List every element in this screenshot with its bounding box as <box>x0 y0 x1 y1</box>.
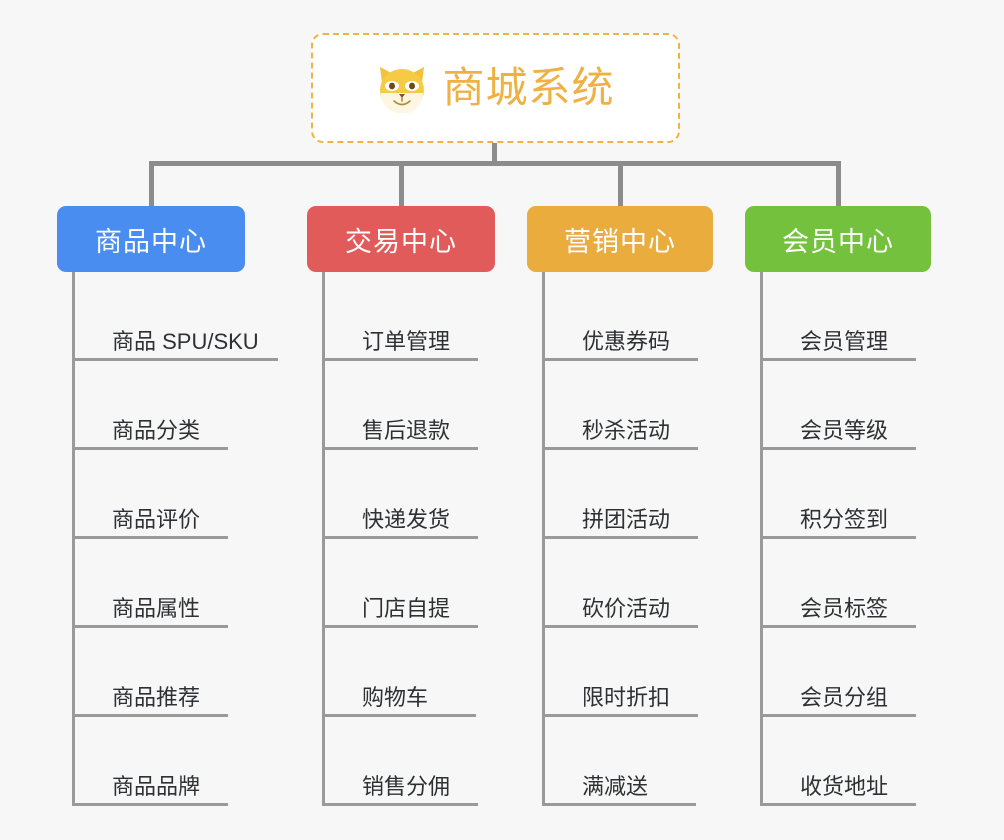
leaf-label: 拼团活动 <box>582 507 671 532</box>
leaf-underline <box>542 536 698 539</box>
leaf-underline <box>760 625 916 628</box>
trunk-drop-1 <box>149 161 154 208</box>
category-box-4[interactable]: 会员中心 <box>745 206 931 272</box>
leaf-underline <box>72 358 278 361</box>
leaf-label: 售后退款 <box>362 418 451 443</box>
branch-spine <box>760 272 763 806</box>
leaf-underline <box>760 803 916 806</box>
leaf-underline <box>542 625 698 628</box>
leaf-underline <box>322 714 476 717</box>
leaf-label: 订单管理 <box>362 329 451 354</box>
leaf-underline <box>760 714 916 717</box>
leaf-label: 收货地址 <box>800 774 889 799</box>
leaf-label: 商品评价 <box>112 507 201 532</box>
leaf-label: 优惠券码 <box>582 329 671 354</box>
leaf-label: 满减送 <box>582 774 649 799</box>
branch-spine <box>72 272 75 806</box>
trunk-horizontal-bar <box>149 161 841 166</box>
leaf-label: 商品 SPU/SKU <box>112 329 259 354</box>
leaf-label: 秒杀活动 <box>582 418 671 443</box>
leaf-underline <box>542 714 698 717</box>
branch-spine <box>322 272 325 806</box>
shiba-dog-face-icon <box>376 63 428 114</box>
category-box-3[interactable]: 营销中心 <box>527 206 713 272</box>
leaf-underline <box>542 358 698 361</box>
root-title: 商城系统 <box>442 64 615 111</box>
leaf-underline <box>72 447 228 450</box>
leaf-label: 会员标签 <box>800 596 889 621</box>
leaf-label: 商品推荐 <box>112 685 201 710</box>
leaf-underline <box>542 803 696 806</box>
trunk-stem <box>492 143 497 165</box>
leaf-underline <box>542 447 698 450</box>
leaf-label: 砍价活动 <box>582 596 671 621</box>
leaf-underline <box>72 803 228 806</box>
trunk-drop-4 <box>836 161 841 208</box>
leaf-underline <box>72 714 228 717</box>
leaf-label: 会员分组 <box>800 685 889 710</box>
leaf-label: 积分签到 <box>800 507 889 532</box>
leaf-label: 商品品牌 <box>112 774 201 799</box>
leaf-underline <box>760 536 916 539</box>
root-node[interactable]: 商城系统 <box>311 33 680 143</box>
leaf-underline <box>72 625 228 628</box>
leaf-underline <box>322 625 478 628</box>
trunk-drop-2 <box>399 161 404 208</box>
leaf-underline <box>760 358 916 361</box>
category-box-2[interactable]: 交易中心 <box>307 206 495 272</box>
leaf-label: 购物车 <box>362 685 429 710</box>
trunk-drop-3 <box>618 161 623 208</box>
leaf-underline <box>322 536 478 539</box>
leaf-label: 会员管理 <box>800 329 889 354</box>
leaf-label: 限时折扣 <box>582 685 671 710</box>
leaf-underline <box>322 358 478 361</box>
category-box-1[interactable]: 商品中心 <box>57 206 245 272</box>
leaf-label: 销售分佣 <box>362 774 451 799</box>
leaf-underline <box>72 536 228 539</box>
leaf-label: 会员等级 <box>800 418 889 443</box>
branch-spine <box>542 272 545 806</box>
leaf-label: 商品属性 <box>112 596 201 621</box>
leaf-label: 快递发货 <box>362 507 451 532</box>
leaf-underline <box>760 447 916 450</box>
leaf-underline <box>322 803 478 806</box>
leaf-underline <box>322 447 478 450</box>
leaf-label: 商品分类 <box>112 418 201 443</box>
leaf-label: 门店自提 <box>362 596 451 621</box>
